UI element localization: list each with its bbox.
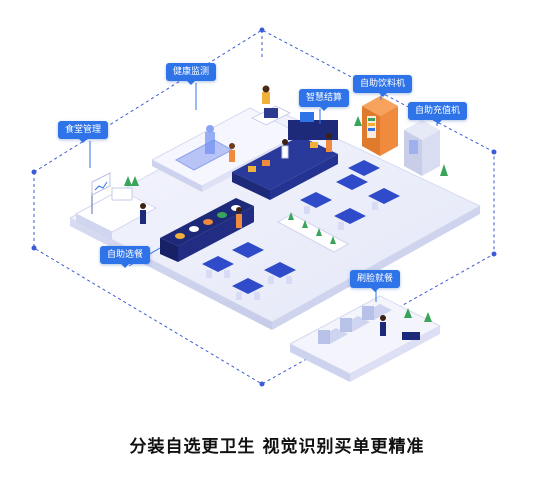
label-self-service-recharge: 自助充值机 — [408, 102, 468, 124]
caption: 分装自选更卫生 视觉识别买单更精准 — [129, 437, 425, 457]
dining-chairs — [206, 202, 378, 300]
meal-selection-bar — [160, 198, 254, 262]
face-scan-platform — [288, 295, 442, 382]
checkout-counters — [232, 112, 338, 200]
label-self-service-meal-selection: 自助选餐 — [100, 246, 151, 268]
management-desk-area — [74, 172, 158, 240]
dashed-frame — [33, 29, 495, 385]
label-health-monitoring: 健康监测 — [166, 63, 217, 85]
planter-row — [276, 116, 362, 253]
label-face-scan-dining: 刷脸就餐 — [350, 270, 401, 292]
label-canteen-management: 食堂管理 — [58, 121, 109, 143]
drinks-machine — [362, 96, 398, 156]
dining-tables — [202, 160, 400, 294]
frame-corner-dots — [31, 27, 497, 387]
label-self-service-drinks: 自助饮料机 — [353, 75, 413, 97]
label-smart-checkout: 智慧结算 — [299, 89, 350, 111]
recharge-machine — [404, 120, 448, 176]
